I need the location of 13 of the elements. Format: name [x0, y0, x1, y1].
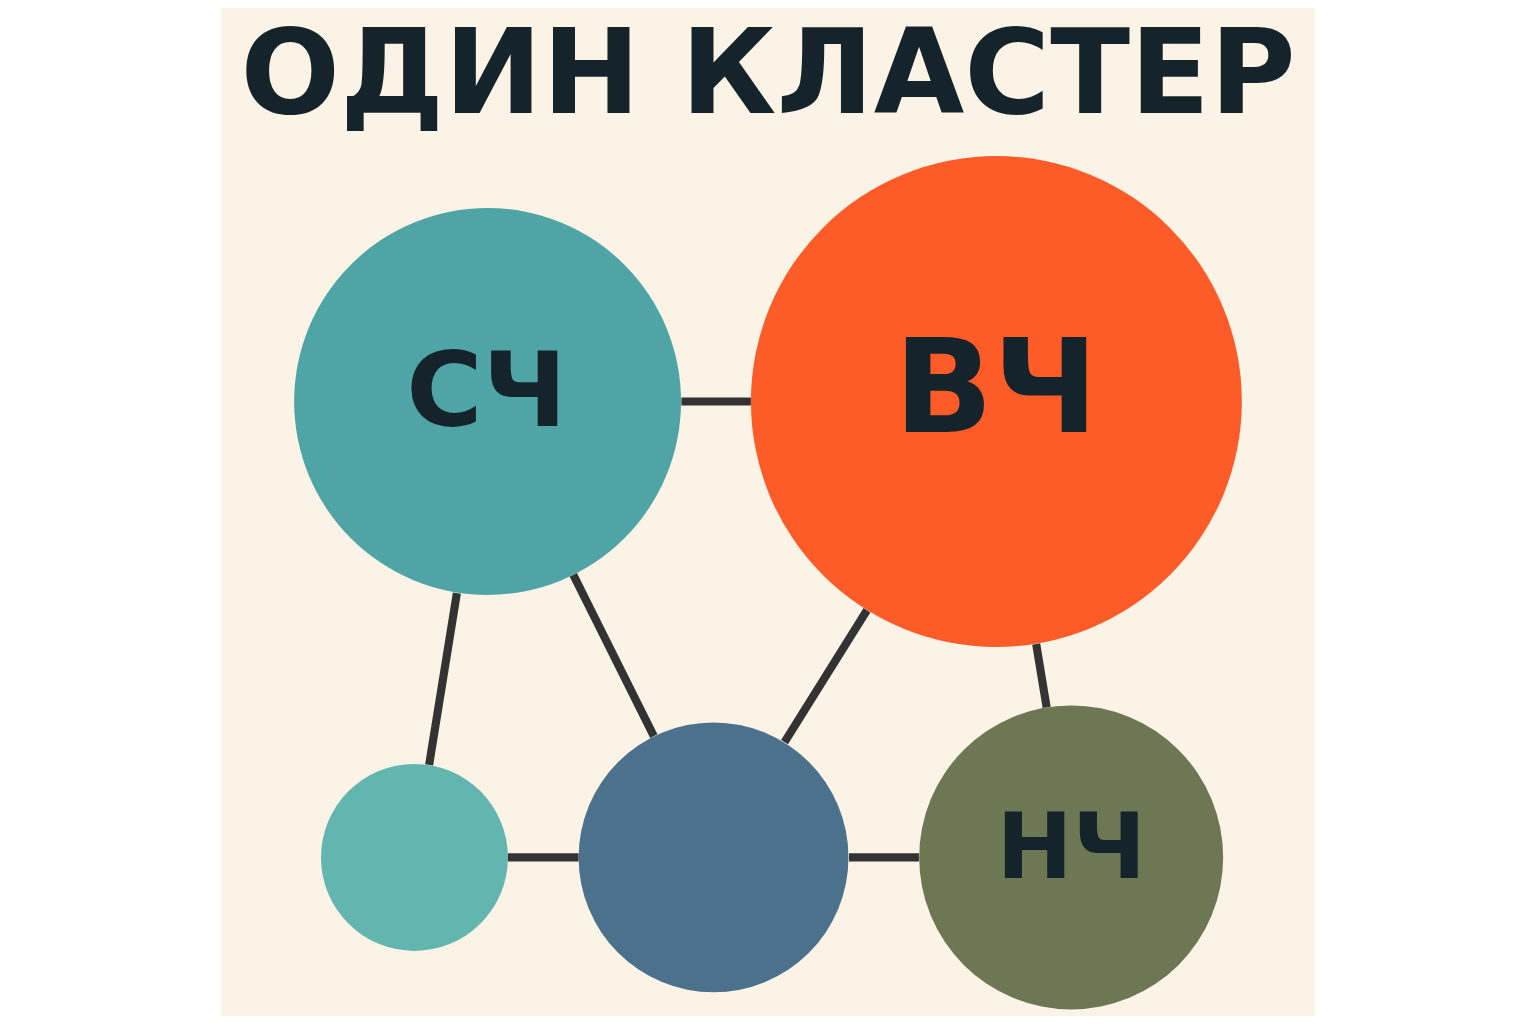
- connector: [425, 592, 461, 766]
- node-circle: ВЧ: [750, 156, 1242, 647]
- connector: [849, 853, 919, 862]
- node-circle: СЧ: [294, 208, 682, 595]
- connector: [569, 573, 658, 738]
- connector: [1032, 643, 1051, 708]
- diagram-title: ОДИН КЛАСТЕР: [240, 4, 1296, 142]
- node-circle: НЧ: [919, 705, 1224, 1010]
- node-circle: [320, 763, 508, 951]
- connector: [507, 853, 579, 862]
- connector: [681, 397, 751, 406]
- node-circle: [578, 722, 849, 993]
- connector: [781, 608, 871, 745]
